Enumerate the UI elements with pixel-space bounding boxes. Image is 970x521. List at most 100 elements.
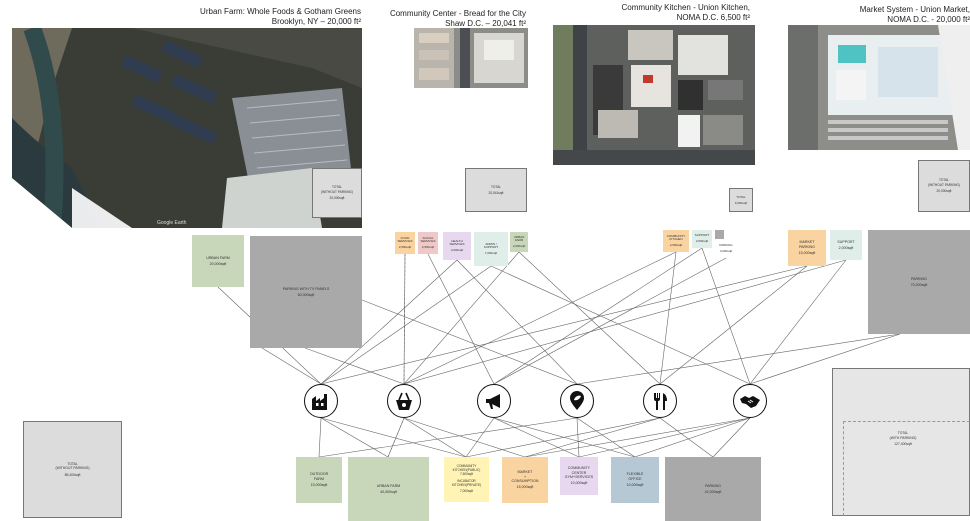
svg-text:Google Earth: Google Earth	[157, 220, 187, 226]
handshake-icon	[733, 384, 767, 418]
program-label: PARKING	[719, 243, 733, 248]
connection-line-22	[320, 259, 458, 385]
site-title-community-center: Community Center - Bread for the City Sh…	[306, 9, 526, 29]
program-label: FOOD SERVICES	[397, 235, 413, 244]
total-label: TOTAL (WITH PARKING)	[889, 431, 917, 440]
total-box-market: TOTAL (WITHOUT PARKING) 20,000sqft	[918, 160, 970, 212]
connection-line-25	[320, 417, 389, 458]
connection-line-34	[576, 417, 580, 458]
total-value: 85,400sqft	[64, 472, 81, 477]
kitchen-parking-swatch	[715, 230, 724, 239]
aerial-photo-market	[788, 25, 970, 150]
total-box-kitchen: TOTAL 6,500sqft	[729, 188, 753, 212]
program-kitchen-parking: PARKING 4,000sqft	[712, 240, 740, 258]
program-value: 20,000sqft	[209, 262, 227, 266]
program-value: 2,500sqft	[398, 244, 412, 249]
program-label: PARKING WITH TV PANELS	[282, 286, 330, 291]
total-box-proposal-without-parking: TOTAL (WITHOUT PARKING) 85,400sqft	[23, 421, 122, 518]
total-label: TOTAL (WITHOUT PARKING)	[321, 185, 353, 194]
total-box-farm: TOTAL (WITHOUT PARKING) 20,000sqft	[312, 168, 362, 218]
connection-line-19	[749, 333, 901, 385]
site-title-line-2: NOMA D.C. - 20,000 ft²	[887, 15, 970, 24]
total-with-parking-text: TOTAL (WITH PARKING) 127,400sqft	[863, 424, 943, 454]
connection-line-8	[490, 265, 751, 385]
connection-line-42	[578, 417, 751, 458]
connection-line-7	[456, 259, 578, 385]
total-label: TOTAL	[491, 184, 501, 189]
proposal-urban-farm: URBAN FARM 40,000sqft	[348, 457, 429, 521]
site-title-line-2: Shaw D.C. – 20,041 ft²	[445, 19, 526, 28]
megaphone-icon	[477, 384, 511, 418]
program-label: URBAN FARM	[513, 234, 525, 243]
program-label: SOCIAL SERVICES	[420, 235, 436, 244]
program-value: 2,500sqft	[669, 242, 683, 247]
site-title-community-kitchen: Community Kitchen - Union Kitchen, NOMA …	[530, 3, 751, 23]
program-community-kitchen: COMMUNITY KITCHEN 2,500sqft	[663, 230, 689, 252]
program-center-urban-farm: URBAN FARM 2,000sqft	[510, 232, 528, 252]
program-social-services: SOCIAL SERVICES 2,500sqft	[418, 232, 438, 254]
program-value: 15,000sqft	[798, 251, 816, 256]
parking-inset-outline	[843, 421, 970, 516]
total-value: 127,400sqft	[894, 442, 912, 447]
program-value: 70,000sqft	[910, 283, 928, 287]
connection-line-23	[493, 247, 703, 385]
connection-line-14	[493, 257, 727, 385]
program-health-services: HEALTH SERVICES 4,000sqft	[443, 232, 471, 260]
food-basket-icon	[387, 384, 421, 418]
program-label: COMMUNITY KITCHEN(PUBLIC) 7,500sqft INCU…	[451, 464, 482, 488]
proposal-parking: PARKING 42,000sqft	[665, 457, 761, 521]
program-label: MARKET + CONSUMPTION	[511, 470, 539, 483]
program-value: 2,000sqft	[838, 246, 854, 250]
proposal-market: MARKET + CONSUMPTION 15,000sqft	[502, 457, 548, 503]
site-title-line-1: Community Kitchen - Union Kitchen,	[621, 3, 751, 12]
connection-line-38	[659, 417, 714, 458]
connection-line-20	[576, 333, 901, 385]
connection-line-26	[320, 417, 467, 458]
program-label: URBAN FARM	[206, 255, 230, 260]
connection-line-2	[304, 347, 405, 385]
connection-line-36	[465, 417, 661, 458]
site-title-line-1: Community Center - Bread for the City	[389, 9, 526, 18]
total-value: 20,041sqft	[488, 191, 504, 195]
aerial-photo-urban-farm: Google Earth	[12, 28, 362, 228]
program-label: PARKING	[911, 276, 927, 281]
connection-line-9	[320, 265, 492, 385]
site-title-line-1: Urban Farm: Whole Foods & Gotham Greens	[200, 7, 361, 16]
connection-line-10	[403, 251, 520, 385]
total-value: 20,000sqft	[329, 196, 345, 201]
aerial-photo-community-center	[414, 28, 528, 88]
program-value: 10,000sqft	[626, 483, 644, 488]
program-market: MARKET PARKING 15,000sqft	[788, 230, 826, 266]
program-value: 4,000sqft	[450, 247, 464, 252]
connection-line-24	[318, 417, 322, 458]
location-leaf-icon	[560, 384, 594, 418]
total-label: TOTAL (WITHOUT PARKING)	[55, 461, 90, 471]
program-label: MARKET PARKING	[799, 240, 815, 249]
program-value: 2,500sqft	[695, 239, 709, 243]
connection-line-40	[634, 417, 751, 458]
connection-line-29	[403, 417, 526, 458]
connection-line-21	[518, 251, 661, 385]
program-food-services: FOOD SERVICES 2,500sqft	[395, 232, 415, 254]
program-label: SUPPORT	[694, 233, 710, 238]
program-value: 2,500sqft	[421, 244, 435, 249]
connection-line-18	[403, 259, 847, 385]
connection-line-31	[493, 417, 580, 458]
program-label: COMMUNITY KITCHEN	[666, 233, 686, 242]
program-market-support: SUPPORT 2,000sqft	[830, 230, 862, 260]
program-urban-farm: URBAN FARM 20,000sqft	[192, 235, 244, 287]
program-label: COMMUNITY CENTER GYM+SERVICES	[564, 466, 594, 479]
program-label: SUPPORT	[837, 239, 855, 244]
connection-line-11	[403, 251, 677, 385]
program-label: URBAN FARM	[376, 483, 401, 488]
program-value: 40,000sqft	[380, 490, 397, 494]
program-admin-support: ADMIN / SUPPORT 7,000sqft	[474, 232, 508, 266]
program-label: ADMIN / SUPPORT	[483, 241, 499, 250]
site-title-line-1: Market System - Union Market,	[859, 5, 970, 14]
proposal-community-center: COMMUNITY CENTER GYM+SERVICES 10,000sqft	[560, 457, 598, 495]
program-label: OUTDOOR FARM	[309, 472, 329, 481]
total-box-proposal-with-parking: TOTAL (WITH PARKING) 127,400sqft	[832, 368, 970, 516]
program-value: 2,000sqft	[512, 243, 526, 248]
connection-line-16	[320, 265, 808, 385]
total-label: TOTAL	[736, 194, 746, 199]
